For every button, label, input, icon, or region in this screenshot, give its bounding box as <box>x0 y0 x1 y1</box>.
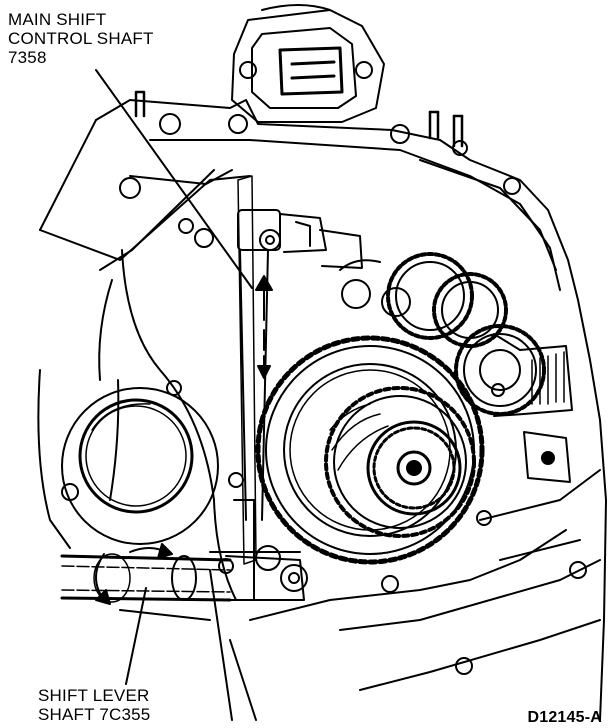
figure-code: D12145-A <box>527 709 602 726</box>
top-connector-housing <box>231 4 385 123</box>
gear-cluster <box>339 252 546 416</box>
main-shift-control-shaft <box>233 175 363 601</box>
shift-lever-label-line-2: SHAFT 7C355 <box>38 705 151 724</box>
main-shift-label-line-3: 7358 <box>8 48 47 67</box>
shift-lever-label-line-1: SHIFT LEVER <box>38 686 150 705</box>
main-shift-label-line-2: CONTROL SHAFT <box>8 29 154 48</box>
bracket-plate <box>523 431 571 483</box>
hub-gear <box>324 386 476 538</box>
shift-lever-shaft-label: SHIFT LEVER SHAFT 7C355 <box>38 686 150 724</box>
motion-arrow <box>255 275 273 379</box>
transmission-case <box>37 99 607 721</box>
output-shaft <box>493 333 573 417</box>
studs <box>134 90 464 148</box>
main-shift-label-line-1: MAIN SHIFT <box>8 10 107 29</box>
rotation-arrow <box>95 543 173 605</box>
main-shift-control-shaft-label: MAIN SHIFT CONTROL SHAFT 7358 <box>8 10 154 67</box>
leader-lines <box>95 69 253 685</box>
shift-lever-shaft <box>60 545 308 603</box>
bearing-bore <box>61 387 219 545</box>
